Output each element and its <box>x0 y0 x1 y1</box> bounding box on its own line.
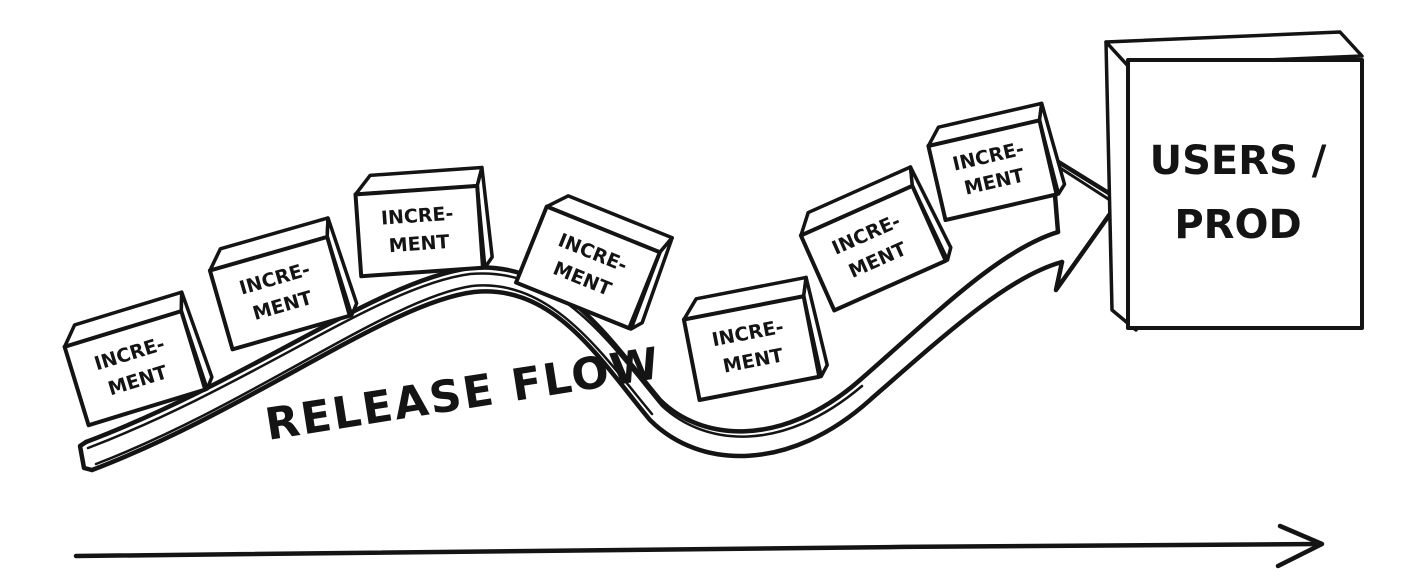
increment-box: INCRE- MENT <box>514 194 674 331</box>
increment-box: INCRE- MENT <box>62 290 214 428</box>
increment-label-line1: INCRE- <box>380 203 454 230</box>
increment-box: INCRE- MENT <box>798 165 953 313</box>
increment-box: INCRE- MENT <box>926 101 1067 223</box>
increment-label-line2: MENT <box>388 231 450 257</box>
increment-box: INCRE- MENT <box>681 275 829 403</box>
increment-box: INCRE- MENT <box>353 165 494 279</box>
users-prod-label-line1: USERS / <box>1150 138 1327 184</box>
users-prod-box: USERS / PROD <box>1104 30 1364 332</box>
increment-box: INCRE- MENT <box>207 216 359 352</box>
users-prod-label-line2: PROD <box>1174 202 1301 248</box>
timeline-arrow <box>73 523 1325 569</box>
